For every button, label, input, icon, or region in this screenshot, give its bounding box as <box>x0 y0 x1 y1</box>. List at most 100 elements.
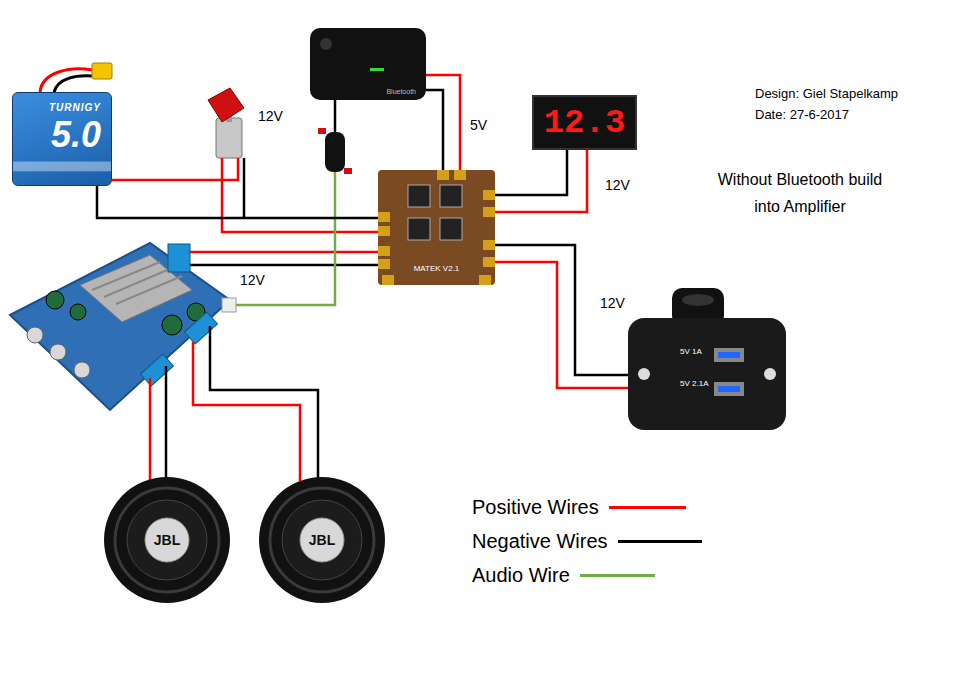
usb-socket-panel-detail <box>714 382 744 396</box>
toggle-switch <box>216 118 242 158</box>
lipo-battery: TURNIGY5.0 <box>12 92 112 186</box>
legend-swatch <box>618 540 702 543</box>
usb-socket-panel-detail <box>718 352 740 358</box>
legend-row: Negative Wires <box>472 524 702 558</box>
voltage-label: 5V <box>470 117 487 133</box>
speaker-wire <box>165 366 168 478</box>
design-note: Design: Giel Stapelkamp <box>755 86 898 102</box>
label-anchor: Design: Giel Stapelkamp <box>755 86 898 102</box>
bluetooth-receiver-detail <box>320 38 332 50</box>
speaker-wire <box>210 326 318 478</box>
component-text: MATEK V2.1 <box>414 264 460 274</box>
toggle-switch <box>208 88 244 122</box>
voltage-label: 12V <box>258 108 283 124</box>
amplifier-board <box>10 243 236 410</box>
wire <box>426 75 460 170</box>
audio-adapter <box>318 128 352 174</box>
amplifier-board <box>222 298 236 312</box>
power-wire <box>190 264 378 267</box>
power-wire <box>222 158 378 232</box>
voltmeter-display: 12.3 <box>532 95 637 150</box>
label-anchor: Date: 27-6-2017 <box>755 107 849 123</box>
audio-wire <box>236 172 335 305</box>
usb-socket-panel: 5V 1A 5V 2.1A <box>628 318 786 430</box>
wire <box>97 186 378 218</box>
power-distribution-board-detail <box>378 170 495 285</box>
legend-swatch <box>609 506 686 509</box>
legend-row: Positive Wires <box>472 490 702 524</box>
speaker-wire <box>150 326 318 481</box>
label-anchor: 12V <box>600 295 625 311</box>
lipo-battery-detail <box>13 162 111 172</box>
power-distribution-board-detail <box>483 240 495 250</box>
component-text: 5.0 <box>51 115 101 155</box>
wire <box>426 90 443 170</box>
power-distribution-board-detail <box>440 218 462 240</box>
label-anchor: 12V <box>605 177 630 193</box>
power-distribution-board-detail <box>408 185 430 207</box>
power-wire <box>112 100 378 265</box>
amplifier-board <box>46 291 64 309</box>
power-distribution-board-detail <box>440 185 462 207</box>
component-text: 5V 2.1A <box>680 379 708 389</box>
legend-text: Negative Wires <box>472 529 608 553</box>
battery-leads <box>40 63 112 92</box>
amplifier-board <box>50 344 66 360</box>
battery-leads <box>92 63 112 79</box>
date-note: Date: 27-6-2017 <box>755 107 849 123</box>
battery-leads <box>40 69 92 92</box>
power-distribution-board-detail <box>378 226 390 236</box>
amplifier-board <box>74 362 90 378</box>
speaker: JBL <box>259 477 385 603</box>
battery-leads <box>54 76 92 92</box>
component-text: JBL <box>309 532 335 548</box>
speaker: JBL <box>104 477 230 603</box>
wire <box>495 150 587 212</box>
label-anchor: 12V <box>240 272 265 288</box>
component-text: TURNIGY <box>49 101 101 115</box>
amplifier-board <box>140 354 173 386</box>
component-text: Bluetooth <box>386 87 416 96</box>
wire <box>495 150 567 195</box>
power-wire <box>112 158 238 180</box>
bluetooth-receiver: Bluetooth <box>310 28 426 100</box>
wire <box>495 262 628 388</box>
component-text: JBL <box>154 532 180 548</box>
voltage-label: 12V <box>240 272 265 288</box>
wire <box>495 245 628 375</box>
usb-socket-panel-detail <box>628 318 786 430</box>
legend-text: Positive Wires <box>472 495 599 519</box>
voltage-label: 12V <box>605 177 630 193</box>
speaker-detail <box>127 500 207 580</box>
label-anchor: 12V <box>258 108 283 124</box>
usb-socket-panel-detail <box>638 368 650 380</box>
usb-socket-cap <box>682 294 714 306</box>
speaker-detail <box>270 488 374 592</box>
component-text: 12.3 <box>544 103 626 143</box>
legend-swatch <box>580 574 655 577</box>
audio-adapter <box>344 168 352 174</box>
power-distribution-board: MATEK V2.1 <box>378 170 495 285</box>
power-distribution-board-detail <box>479 275 491 285</box>
power-distribution-board-detail <box>378 246 390 256</box>
speaker-detail <box>115 488 219 592</box>
bluetooth-receiver-detail <box>370 68 384 71</box>
amplifier-board <box>10 243 230 410</box>
usb-socket-panel-detail <box>718 386 740 392</box>
audio-adapter <box>318 128 326 134</box>
power-distribution-board-detail <box>454 170 466 180</box>
amplifier-board <box>27 327 43 343</box>
toggle-switch <box>208 88 244 158</box>
power-distribution-board-detail <box>378 212 390 222</box>
speaker-detail <box>282 500 362 580</box>
legend-text: Audio Wire <box>472 563 570 587</box>
audio-adapter <box>325 132 345 172</box>
legend-row: Audio Wire <box>472 558 702 592</box>
component-text: 5V 1A <box>680 347 702 357</box>
power-distribution-board-detail <box>483 257 495 267</box>
voltage-label: 12V <box>600 295 625 311</box>
power-distribution-board-detail <box>382 275 394 285</box>
label-anchor: 5V <box>470 117 487 133</box>
speaker-detail <box>145 518 189 562</box>
power-wire <box>243 158 246 218</box>
